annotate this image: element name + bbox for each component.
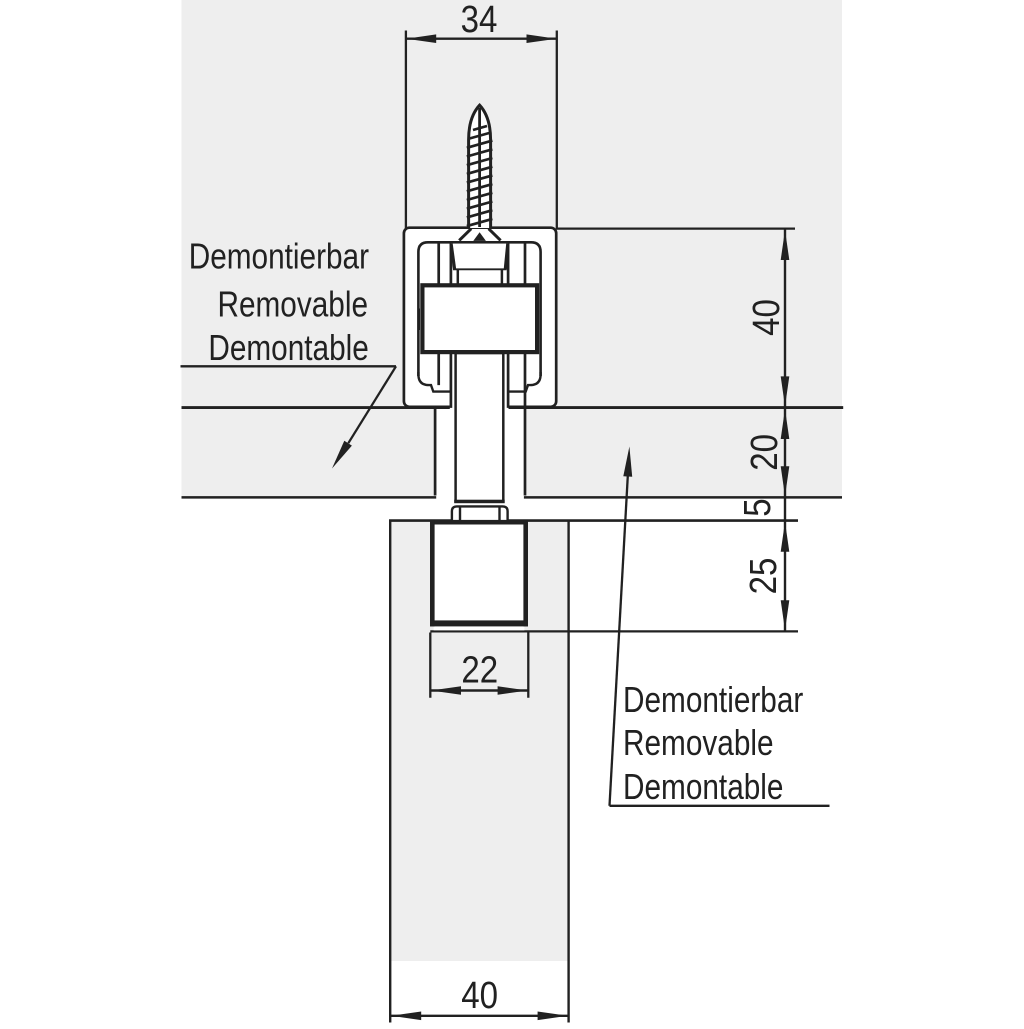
svg-text:25: 25: [742, 558, 785, 595]
svg-text:Removable: Removable: [217, 285, 368, 325]
svg-text:Removable: Removable: [623, 723, 774, 763]
svg-text:40: 40: [461, 974, 498, 1017]
svg-text:22: 22: [461, 648, 498, 691]
svg-text:34: 34: [461, 0, 498, 41]
svg-text:20: 20: [743, 434, 786, 471]
svg-text:Demontierbar: Demontierbar: [189, 237, 369, 277]
svg-text:Demontable: Demontable: [623, 767, 783, 807]
svg-text:5: 5: [736, 498, 779, 516]
svg-text:Demontable: Demontable: [208, 328, 368, 368]
svg-text:Demontierbar: Demontierbar: [623, 680, 803, 720]
svg-text:40: 40: [745, 299, 788, 336]
